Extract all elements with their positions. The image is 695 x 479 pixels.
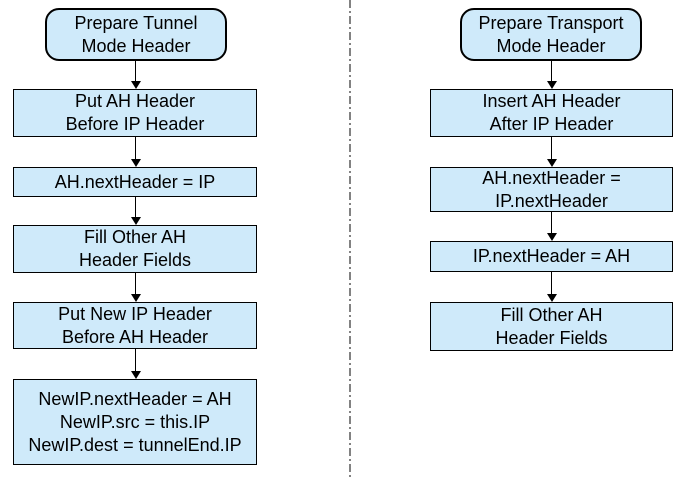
node-insert-ah-header-after-ip: Insert AH Header After IP Header <box>430 89 673 137</box>
arrow-head-icon <box>130 159 141 167</box>
arrow-shaft <box>550 272 553 294</box>
node-prepare-transport-mode-header: Prepare Transport Mode Header <box>460 8 642 61</box>
flow-arrow <box>130 349 141 379</box>
flow-arrow <box>130 273 141 302</box>
node-fill-other-ah-fields-tunnel: Fill Other AH Header Fields <box>13 225 257 273</box>
arrow-shaft <box>134 273 137 294</box>
flow-arrow <box>130 137 141 167</box>
node-prepare-tunnel-mode-header: Prepare Tunnel Mode Header <box>45 8 227 61</box>
arrow-shaft <box>134 349 137 371</box>
column-divider <box>349 0 351 479</box>
flow-arrow <box>130 61 141 89</box>
node-ah-nextheader-equals-ip: AH.nextHeader = IP <box>13 167 257 197</box>
arrow-head-icon <box>546 81 557 89</box>
arrow-head-icon <box>546 294 557 302</box>
arrow-shaft <box>134 61 137 81</box>
arrow-shaft <box>550 137 553 159</box>
flow-arrow <box>130 197 141 225</box>
arrow-head-icon <box>546 233 557 241</box>
flow-arrow <box>546 61 557 89</box>
node-put-new-ip-header-before-ah: Put New IP Header Before AH Header <box>13 302 257 349</box>
arrow-shaft <box>550 61 553 81</box>
arrow-head-icon <box>130 217 141 225</box>
node-put-ah-header-before-ip: Put AH Header Before IP Header <box>13 89 257 137</box>
node-ah-nextheader-equals-ip-nextheader: AH.nextHeader = IP.nextHeader <box>430 167 673 212</box>
arrow-head-icon <box>130 294 141 302</box>
flow-arrow <box>546 137 557 167</box>
flow-arrow <box>546 212 557 241</box>
node-fill-other-ah-fields-transport: Fill Other AH Header Fields <box>430 302 673 351</box>
node-ip-nextheader-equals-ah: IP.nextHeader = AH <box>430 241 673 272</box>
arrow-shaft <box>134 197 137 217</box>
flow-arrow <box>546 272 557 302</box>
arrow-head-icon <box>546 159 557 167</box>
arrow-head-icon <box>130 81 141 89</box>
arrow-head-icon <box>130 371 141 379</box>
node-newip-assignments: NewIP.nextHeader = AH NewIP.src = this.I… <box>13 379 257 465</box>
arrow-shaft <box>134 137 137 159</box>
arrow-shaft <box>550 212 553 233</box>
